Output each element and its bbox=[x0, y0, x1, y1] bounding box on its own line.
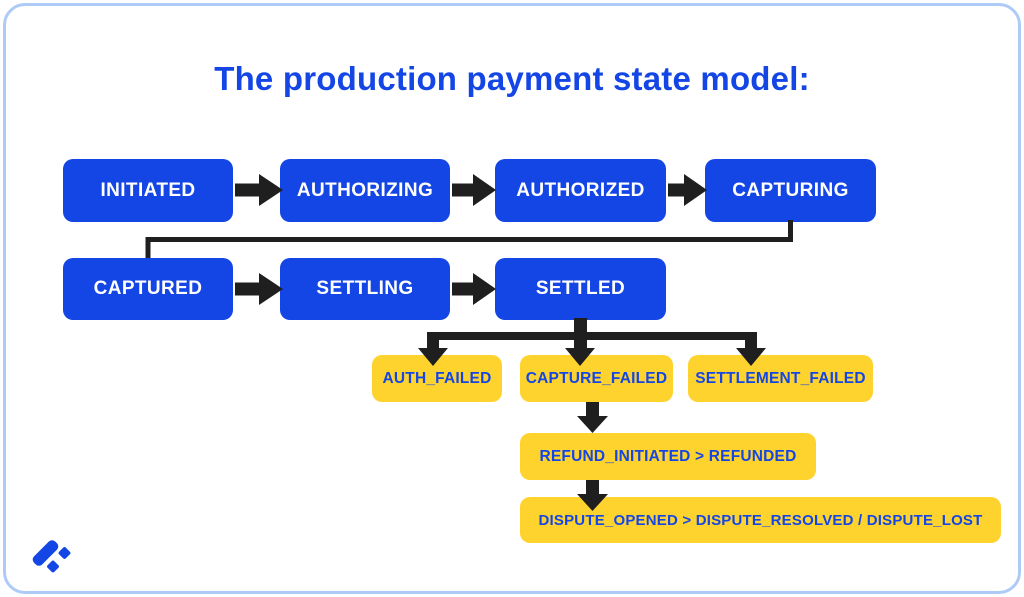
state-label: AUTH_FAILED bbox=[382, 369, 492, 387]
arrow-right-icon bbox=[452, 174, 496, 206]
state-settled: SETTLED bbox=[495, 258, 666, 320]
arrow-down-icon bbox=[577, 402, 608, 433]
state-captured: CAPTURED bbox=[63, 258, 233, 320]
state-capturing: CAPTURING bbox=[705, 159, 876, 222]
page-title: The production payment state model: bbox=[214, 60, 810, 97]
state-dispute-flow: DISPUTE_OPENED > DISPUTE_RESOLVED / DISP… bbox=[520, 497, 1001, 543]
state-settlement-failed: SETTLEMENT_FAILED bbox=[688, 355, 873, 402]
state-label: CAPTURE_FAILED bbox=[525, 369, 668, 387]
state-label: SETTLING bbox=[316, 278, 414, 299]
connector-capturing-to-captured bbox=[145, 220, 793, 258]
state-label: SETTLEMENT_FAILED bbox=[695, 369, 866, 387]
state-label: SETTLED bbox=[535, 278, 626, 299]
state-initiated: INITIATED bbox=[63, 159, 233, 222]
state-label: CAPTURED bbox=[93, 278, 203, 299]
state-label: CAPTURING bbox=[732, 179, 849, 201]
brand-logo-icon bbox=[32, 540, 71, 573]
state-label: REFUND_INITIATED > REFUNDED bbox=[539, 447, 797, 465]
state-capture-failed: CAPTURE_FAILED bbox=[520, 355, 673, 402]
state-label: INITIATED bbox=[100, 179, 196, 201]
arrow-right-icon bbox=[452, 273, 496, 305]
arrow-right-icon bbox=[235, 273, 283, 305]
state-label: AUTHORIZED bbox=[516, 179, 645, 201]
state-label: AUTHORIZING bbox=[296, 179, 434, 201]
arrow-right-icon bbox=[235, 174, 283, 206]
state-refund-flow: REFUND_INITIATED > REFUNDED bbox=[520, 433, 816, 480]
arrow-right-icon bbox=[668, 174, 707, 206]
state-settling: SETTLING bbox=[280, 258, 450, 320]
state-authorized: AUTHORIZED bbox=[495, 159, 666, 222]
state-authorizing: AUTHORIZING bbox=[280, 159, 450, 222]
state-auth-failed: AUTH_FAILED bbox=[372, 355, 502, 402]
state-label: DISPUTE_OPENED > DISPUTE_RESOLVED / DISP… bbox=[538, 511, 983, 529]
